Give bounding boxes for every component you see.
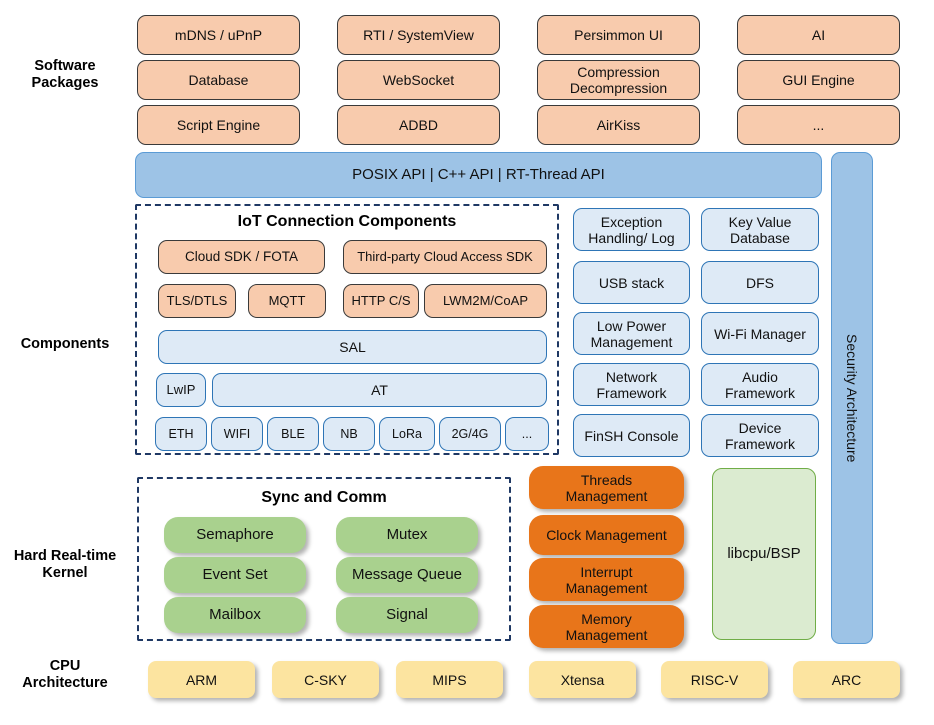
package-box-line2: Decompression [569,80,668,96]
row-label-software-packages-line1: Software [34,58,96,74]
cpu-arch-box-arc[interactable]: ARC [793,661,900,698]
component-box-line2: Framework [724,435,795,452]
iot-connection-components-title: IoT Connection Components [237,213,457,230]
row-label-software-packages-line2: Packages [31,75,99,91]
iot-at-box[interactable]: AT [212,373,547,407]
component-box-audio-framework[interactable]: Audio Framework [701,363,819,406]
row-label-kernel: Hard Real-time Kernel [0,545,130,585]
kernel-box-line1: Memory [581,610,632,627]
component-box-line1: Device [738,419,782,436]
sync-box-mailbox[interactable]: Mailbox [164,597,306,633]
kernel-box-line1: Interrupt [580,563,633,580]
component-box-key-value-database[interactable]: Key Value Database [701,208,819,251]
api-bar[interactable]: POSIX API | C++ API | RT-Thread API [135,152,822,198]
iot-link-box-ble[interactable]: BLE [267,417,319,451]
row-label-cpu-line1: CPU [49,658,81,674]
package-box[interactable]: AI [737,15,900,55]
component-box-line1: Network [605,368,658,385]
package-box[interactable]: AirKiss [537,105,700,145]
package-box-line1: Compression [577,64,660,80]
kernel-box-line2: Management [565,579,648,596]
component-box-network-framework[interactable]: Network Framework [573,363,690,406]
row-label-components: Components [20,335,110,352]
iot-sal-box[interactable]: SAL [158,330,547,364]
kernel-box-line1: Threads [580,471,633,488]
iot-link-box-nb[interactable]: NB [323,417,375,451]
component-box-exception-handling[interactable]: Exception Handling/ Log [573,208,690,251]
kernel-box-memory-management[interactable]: Memory Management [529,605,684,648]
package-box[interactable]: ADBD [337,105,500,145]
sync-box-signal[interactable]: Signal [336,597,478,633]
component-box-line1: Exception [600,213,663,230]
kernel-box-line2: Management [565,626,648,643]
sync-box-message-queue[interactable]: Message Queue [336,557,478,593]
cpu-arch-box-arm[interactable]: ARM [148,661,255,698]
package-box[interactable]: Persimmon UI [537,15,700,55]
iot-link-box-wifi[interactable]: WIFI [211,417,263,451]
kernel-box-threads-management[interactable]: Threads Management [529,466,684,509]
iot-link-box-eth[interactable]: ETH [155,417,207,451]
component-box-line2: Database [730,229,790,246]
component-box-device-framework[interactable]: Device Framework [701,414,819,457]
iot-protocol-box-http[interactable]: HTTP C/S [343,284,419,318]
package-box[interactable]: RTI / SystemView [337,15,500,55]
libcpu-bsp-box[interactable]: libcpu/BSP [712,468,816,640]
kernel-box-line2: Management [565,487,648,504]
component-box-finsh-console[interactable]: FinSH Console [573,414,690,457]
package-box[interactable]: GUI Engine [737,60,900,100]
row-label-kernel-line2: Kernel [42,565,88,581]
package-box[interactable]: ... [737,105,900,145]
sync-and-comm-group [137,477,511,641]
iot-link-box-2g4g[interactable]: 2G/4G [439,417,501,451]
iot-cloud-sdk-box[interactable]: Cloud SDK / FOTA [158,240,325,274]
component-box-wifi-manager[interactable]: Wi-Fi Manager [701,312,819,355]
component-box-line2: Handling/ Log [588,229,675,246]
row-label-kernel-line1: Hard Real-time [13,548,117,564]
row-label-software-packages: Software Packages [0,55,130,95]
component-box-line1: Low Power [596,317,667,334]
cpu-arch-box-mips[interactable]: MIPS [396,661,503,698]
kernel-box-interrupt-management[interactable]: Interrupt Management [529,558,684,601]
iot-protocol-box-tls[interactable]: TLS/DTLS [158,284,236,318]
kernel-box-clock-management[interactable]: Clock Management [529,515,684,555]
component-box-line2: Management [590,333,673,350]
cpu-arch-box-riscv[interactable]: RISC-V [661,661,768,698]
iot-third-party-cloud-box[interactable]: Third-party Cloud Access SDK [343,240,547,274]
component-box-line2: Framework [724,384,795,401]
package-box[interactable]: mDNS / uPnP [137,15,300,55]
iot-protocol-box-lwm2m[interactable]: LWM2M/CoAP [424,284,547,318]
package-box[interactable]: Compression Decompression [537,60,700,100]
package-box[interactable]: Script Engine [137,105,300,145]
component-box-line1: Key Value [728,213,792,230]
row-label-cpu-line2: Architecture [22,675,108,691]
sync-and-comm-title: Sync and Comm [261,489,387,506]
iot-lwip-box[interactable]: LwIP [156,373,206,407]
sync-box-semaphore[interactable]: Semaphore [164,517,306,553]
component-box-usb-stack[interactable]: USB stack [573,261,690,304]
sync-box-mutex[interactable]: Mutex [336,517,478,553]
row-label-cpu-architecture: CPU Architecture [0,655,130,695]
iot-protocol-box-mqtt[interactable]: MQTT [248,284,326,318]
cpu-arch-box-xtensa[interactable]: Xtensa [529,661,636,698]
package-box[interactable]: WebSocket [337,60,500,100]
component-box-low-power-management[interactable]: Low Power Management [573,312,690,355]
security-architecture-bar[interactable]: Security Architecture [831,152,873,644]
component-box-line2: Framework [596,384,667,401]
cpu-arch-box-csky[interactable]: C-SKY [272,661,379,698]
component-box-dfs[interactable]: DFS [701,261,819,304]
iot-link-box-more[interactable]: ... [505,417,549,451]
package-box[interactable]: Database [137,60,300,100]
iot-link-box-lora[interactable]: LoRa [379,417,435,451]
iot-connection-components-group [135,204,559,455]
component-box-line1: Audio [742,368,778,385]
sync-box-event-set[interactable]: Event Set [164,557,306,593]
